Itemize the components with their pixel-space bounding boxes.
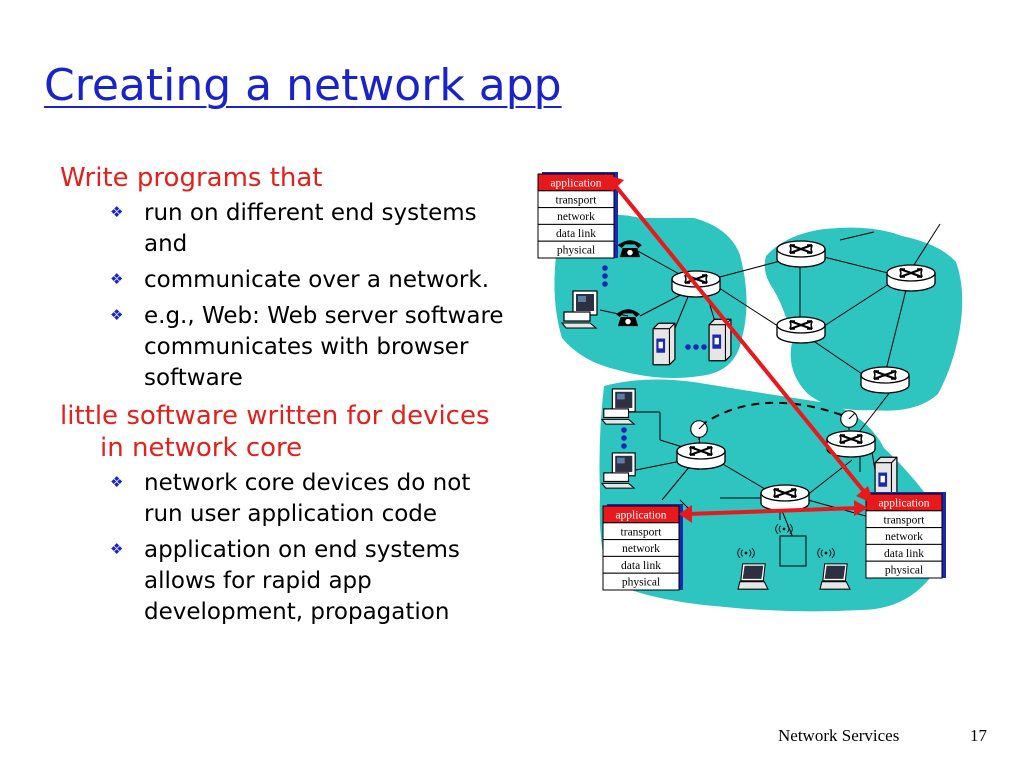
router-icon	[760, 484, 810, 512]
page-number: 17	[970, 726, 987, 745]
stack-layer-network: network	[622, 543, 660, 555]
bullet-item: ❖ e.g., Web: Web server software communic…	[60, 301, 505, 394]
bullet-item: ❖ communicate over a network.	[60, 265, 505, 296]
diamond-bullet-icon: ❖	[110, 473, 124, 491]
slide-title: Creating a network app	[44, 60, 562, 111]
bullet-list-1: ❖ run on different end systems and ❖ commu…	[60, 198, 505, 394]
footer-label: Network Services	[778, 726, 900, 745]
protocol-stack-top-left: application transport network data link …	[537, 172, 618, 259]
ellipsis-dots-vertical	[621, 427, 627, 449]
server-icon	[652, 322, 676, 366]
router-icon	[776, 316, 826, 344]
router-icon	[776, 240, 826, 268]
diamond-bullet-icon: ❖	[110, 270, 124, 288]
bullet-text: application on end systems allows for ra…	[144, 537, 460, 625]
heading-core-software: little software written for devices in n…	[60, 401, 490, 463]
stack-layer-transport: transport	[884, 514, 926, 526]
bullet-item: ❖ run on different end systems and	[60, 198, 505, 260]
stack-layer-network: network	[885, 531, 923, 543]
heading-write-programs: Write programs that	[60, 163, 323, 193]
stack-layer-network: network	[557, 211, 595, 223]
router-icon	[886, 264, 936, 292]
diamond-bullet-icon: ❖	[110, 540, 124, 558]
bullet-text: communicate over a network.	[144, 267, 490, 293]
laptop-icon	[819, 563, 851, 590]
stack-layer-data-link: data link	[884, 548, 924, 560]
access-point-box	[779, 535, 807, 567]
protocol-stack-bottom-right: application transport network data link …	[865, 492, 946, 579]
application-arrows	[605, 174, 874, 523]
router-icon	[676, 442, 726, 470]
stack-layer-application: application	[878, 498, 929, 510]
wireless-link-dashed	[699, 401, 851, 427]
bullet-list-2: ❖ network core devices do not run user ap…	[60, 468, 505, 628]
diamond-bullet-icon: ❖	[110, 203, 124, 221]
stack-layer-physical: physical	[557, 245, 595, 257]
bullet-text: run on different end systems and	[144, 200, 477, 257]
bullet-text: e.g., Web: Web server software communica…	[144, 303, 504, 391]
stack-layer-application: application	[550, 178, 601, 190]
stack-layer-data-link: data link	[621, 560, 661, 572]
ellipsis-dots-vertical	[602, 265, 608, 287]
protocol-stack-bottom-left: application transport network data link …	[602, 504, 683, 591]
bullet-item: ❖ application on end systems allows for r…	[60, 535, 505, 628]
stack-layer-transport: transport	[621, 526, 663, 538]
diamond-bullet-icon: ❖	[110, 306, 124, 324]
router-icon	[860, 366, 910, 394]
stack-layer-data-link: data link	[556, 228, 596, 240]
ellipsis-dots-horizontal	[685, 344, 707, 350]
stack-layer-physical: physical	[885, 565, 923, 577]
slide-content: Write programs that ❖ run on different en…	[60, 162, 505, 634]
stack-layer-application: application	[615, 510, 666, 522]
laptop-icon	[737, 563, 769, 590]
stack-layer-transport: transport	[556, 194, 598, 206]
bullet-item: ❖ network core devices do not run user ap…	[60, 468, 505, 530]
stack-layer-physical: physical	[622, 577, 660, 589]
bullet-text: network core devices do not run user app…	[144, 470, 471, 527]
